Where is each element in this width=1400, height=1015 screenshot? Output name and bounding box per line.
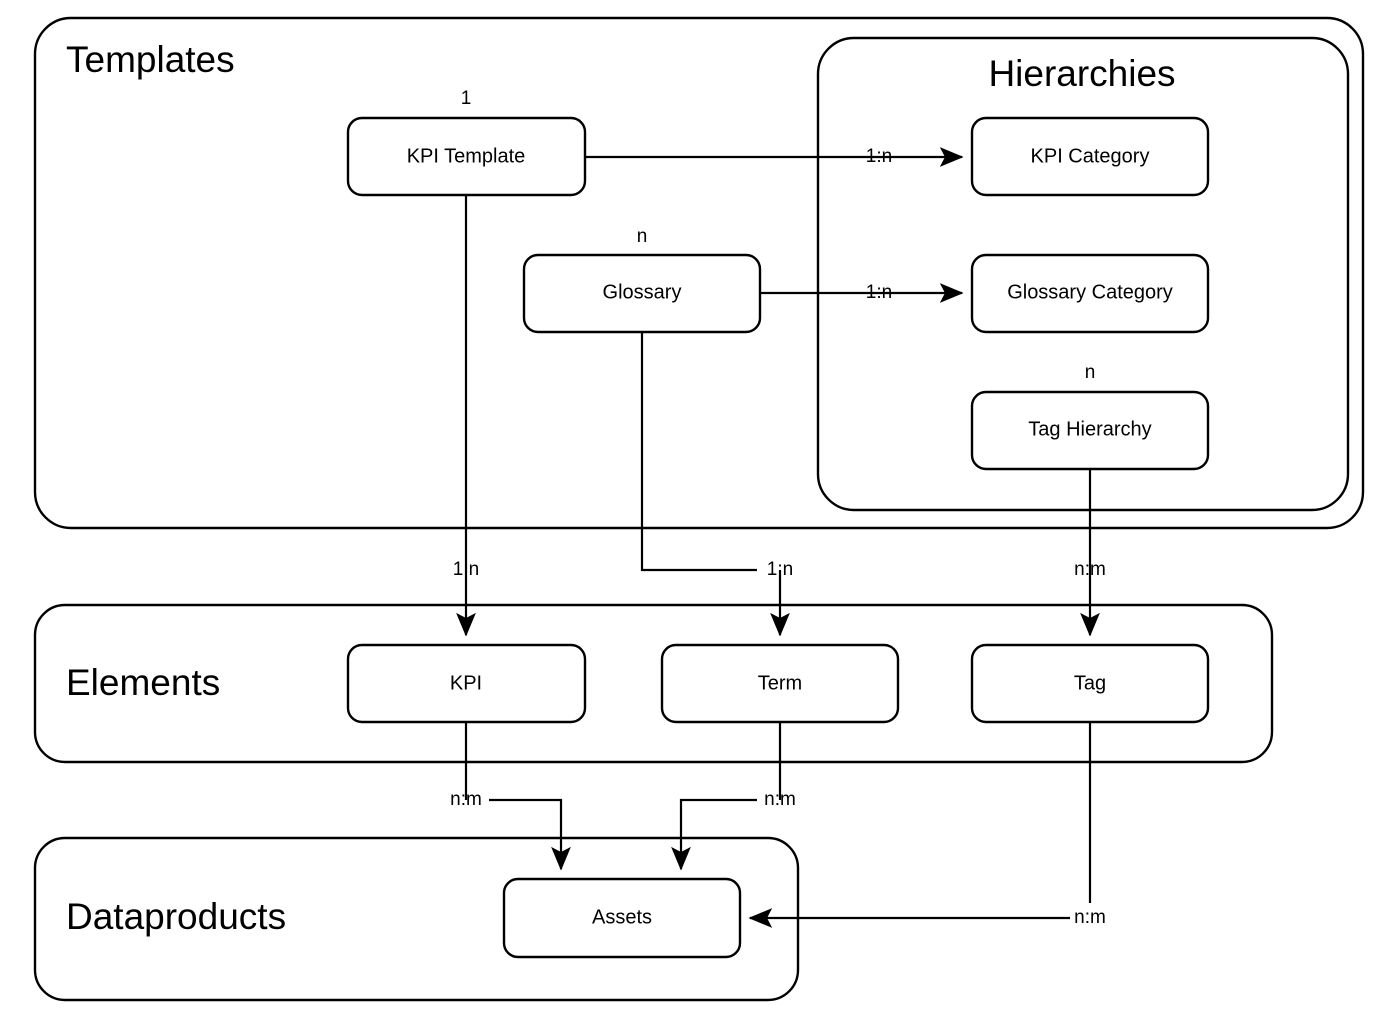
edge-label-kpi-template-to-kpi-category: 1:n — [866, 146, 892, 167]
node-kpi-label: KPI — [450, 672, 482, 694]
node-kpi-category-label: KPI Category — [1031, 145, 1150, 167]
group-elements-label: Elements — [66, 662, 220, 703]
multiplicity-glossary: n — [637, 226, 648, 247]
node-kpi[interactable]: KPI — [346, 643, 587, 724]
multiplicity-tag-hierarchy: n — [1085, 362, 1096, 383]
edge-term-to-assets-line — [681, 722, 782, 869]
node-term-label: Term — [758, 672, 802, 694]
edge-kpi-to-assets[interactable]: n:m — [450, 722, 561, 869]
edge-label-kpi-to-assets: n:m — [450, 789, 482, 810]
edge-label-tag-hierarchy-to-tag: n:m — [1074, 559, 1106, 580]
node-kpi-template-label: KPI Template — [407, 145, 526, 167]
node-assets-label: Assets — [592, 906, 652, 928]
group-hierarchies-frame — [816, 36, 1350, 512]
node-glossary-label: Glossary — [603, 281, 682, 303]
node-kpi-template[interactable]: KPI Template 1 — [346, 88, 587, 197]
node-tag-hierarchy-label: Tag Hierarchy — [1028, 418, 1151, 440]
edge-label-term-to-assets: n:m — [764, 789, 796, 810]
node-assets-box — [502, 877, 742, 959]
node-kpi-category[interactable]: KPI Category — [970, 116, 1210, 197]
edge-kpi-template-to-kpi-category[interactable]: 1:n — [585, 146, 964, 167]
group-templates-label: Templates — [66, 39, 235, 80]
group-elements-frame — [33, 603, 1274, 764]
node-term-box — [660, 643, 900, 724]
edge-label-tag-to-assets: n:m — [1074, 907, 1106, 928]
edge-tag-to-assets-line — [750, 722, 1092, 918]
multiplicity-kpi-template: 1 — [461, 88, 472, 109]
edge-tag-hierarchy-to-tag[interactable]: n:m — [1074, 469, 1106, 637]
node-tag-box — [970, 643, 1210, 724]
edge-term-to-assets[interactable]: n:m — [681, 722, 796, 869]
node-glossary-box — [522, 253, 762, 334]
node-glossary-category[interactable]: Glossary Category — [970, 253, 1210, 334]
edge-label-glossary-to-term: 1:n — [767, 559, 793, 580]
edge-glossary-to-glossary-category[interactable]: 1:n — [760, 282, 964, 303]
node-tag-hierarchy-box — [970, 390, 1210, 471]
node-kpi-box — [346, 643, 587, 724]
group-hierarchies[interactable]: Hierarchies — [816, 36, 1350, 512]
group-dataproducts-label: Dataproducts — [66, 896, 286, 937]
edge-glossary-to-term-line — [640, 332, 780, 635]
node-assets[interactable]: Assets — [502, 877, 742, 959]
node-glossary-category-box — [970, 253, 1210, 334]
edge-tag-to-assets[interactable]: n:m — [750, 722, 1106, 928]
node-kpi-category-box — [970, 116, 1210, 197]
node-term[interactable]: Term — [660, 643, 900, 724]
edge-kpi-template-to-kpi[interactable]: 1:n — [453, 195, 479, 637]
group-elements[interactable]: Elements — [33, 603, 1274, 764]
node-tag[interactable]: Tag — [970, 643, 1210, 724]
edge-kpi-to-assets-line — [464, 722, 561, 869]
edge-label-glossary-to-glossary-category: 1:n — [866, 282, 892, 303]
group-templates-frame — [33, 16, 1365, 530]
node-glossary[interactable]: Glossary n — [522, 226, 762, 334]
edge-label-kpi-template-to-kpi: 1:n — [453, 559, 479, 580]
node-glossary-category-label: Glossary Category — [1007, 281, 1173, 303]
group-templates[interactable]: Templates — [33, 16, 1365, 530]
node-kpi-template-box — [346, 116, 587, 197]
edge-glossary-to-term[interactable]: 1:n — [640, 332, 793, 635]
node-tag-hierarchy[interactable]: Tag Hierarchy n — [970, 362, 1210, 471]
group-hierarchies-label: Hierarchies — [988, 53, 1175, 94]
node-tag-label: Tag — [1074, 672, 1106, 694]
